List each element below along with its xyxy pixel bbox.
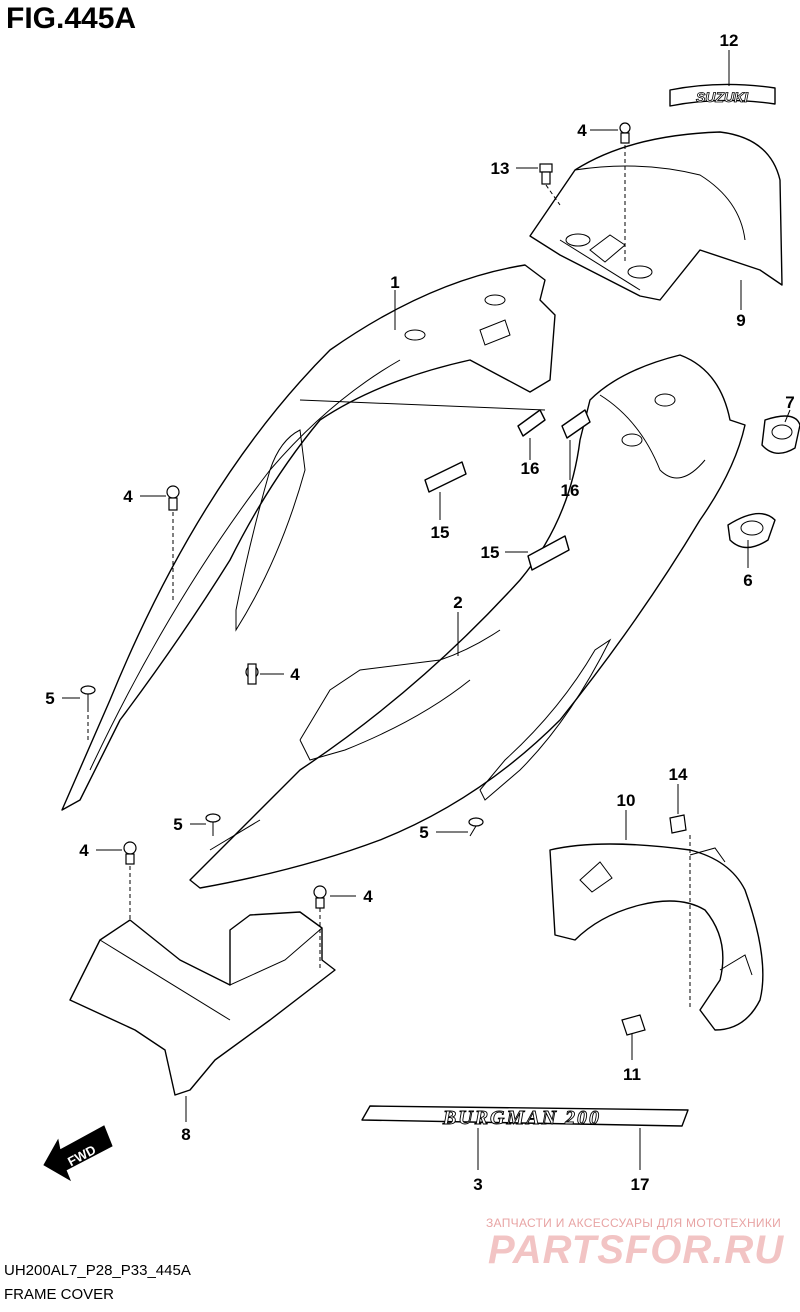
figure-title: FIG.445A: [6, 2, 137, 35]
callout-13[interactable]: 13: [491, 159, 510, 178]
part-16-tab-lower[interactable]: [561, 409, 591, 439]
callout-4[interactable]: 4: [290, 665, 300, 684]
screw-5-left[interactable]: [80, 685, 96, 708]
callout-10[interactable]: 10: [617, 791, 636, 810]
part-9-rear-cover[interactable]: [529, 131, 783, 301]
callout-8[interactable]: 8: [181, 1125, 190, 1144]
watermark-logo: PARTSFOR.RU: [488, 1228, 785, 1272]
callout-11[interactable]: 11: [623, 1065, 641, 1084]
screw-5-mid[interactable]: [205, 813, 221, 836]
part-16-tab-upper[interactable]: [517, 409, 546, 437]
callout-4[interactable]: 4: [123, 487, 133, 506]
fastener-4-mid[interactable]: [245, 663, 259, 685]
burgman-emblem-text: BURGMAN 200: [442, 1107, 601, 1129]
screw-5-right[interactable]: [468, 817, 484, 837]
fwd-arrow-icon: FWD: [43, 1125, 113, 1182]
callout-15[interactable]: 15: [431, 523, 450, 542]
figure-name: FRAME COVER: [4, 1286, 115, 1303]
part-2-frame-cover-right[interactable]: [189, 354, 746, 889]
callout-1[interactable]: 1: [390, 273, 399, 292]
callout-5[interactable]: 5: [173, 815, 182, 834]
callout-4[interactable]: 4: [79, 841, 89, 860]
callout-4[interactable]: 4: [577, 121, 587, 140]
part-8-lower-cover[interactable]: [69, 911, 336, 1096]
part-7-grommet[interactable]: [761, 415, 800, 454]
suzuki-emblem[interactable]: SUZUKI: [669, 83, 776, 107]
burgman-emblem[interactable]: BURGMAN 200: [361, 1105, 689, 1129]
callout-12[interactable]: 12: [720, 31, 739, 50]
part-6-grommet[interactable]: [727, 512, 776, 549]
callout-6[interactable]: 6: [743, 571, 752, 590]
callout-2[interactable]: 2: [453, 593, 462, 612]
callout-16[interactable]: 16: [521, 459, 540, 478]
part-1-frame-cover-left[interactable]: [61, 264, 556, 811]
fastener-13[interactable]: [539, 163, 553, 185]
callout-9[interactable]: 9: [736, 311, 745, 330]
callout-14[interactable]: 14: [669, 765, 688, 784]
part-14-pad[interactable]: [669, 814, 687, 834]
callout-5[interactable]: 5: [45, 689, 54, 708]
part-11-clip[interactable]: [621, 1014, 646, 1036]
fastener-4-lower-right[interactable]: [313, 885, 327, 909]
part-15-tab-lower[interactable]: [527, 535, 570, 571]
watermark-tagline: ЗАПЧАСТИ И АКСЕССУАРЫ ДЛЯ МОТОТЕХНИКИ: [486, 1216, 782, 1230]
fastener-4-lower-left[interactable]: [123, 841, 137, 865]
callout-3[interactable]: 3: [473, 1175, 482, 1194]
callout-5[interactable]: 5: [419, 823, 428, 842]
part-15-tab-upper[interactable]: [424, 461, 467, 493]
part-10-inner-cover[interactable]: [549, 843, 764, 1031]
leader-lines: [62, 50, 791, 1170]
callout-7[interactable]: 7: [785, 393, 794, 412]
callout-17[interactable]: 17: [631, 1175, 650, 1194]
callout-16[interactable]: 16: [561, 481, 580, 500]
fastener-4-top[interactable]: [619, 122, 631, 144]
callout-15[interactable]: 15: [481, 543, 500, 562]
callout-4[interactable]: 4: [363, 887, 373, 906]
suzuki-emblem-text: SUZUKI: [696, 89, 749, 105]
fastener-4-left-upper[interactable]: [166, 485, 180, 511]
figure-code: UH200AL7_P28_P33_445A: [4, 1262, 191, 1279]
